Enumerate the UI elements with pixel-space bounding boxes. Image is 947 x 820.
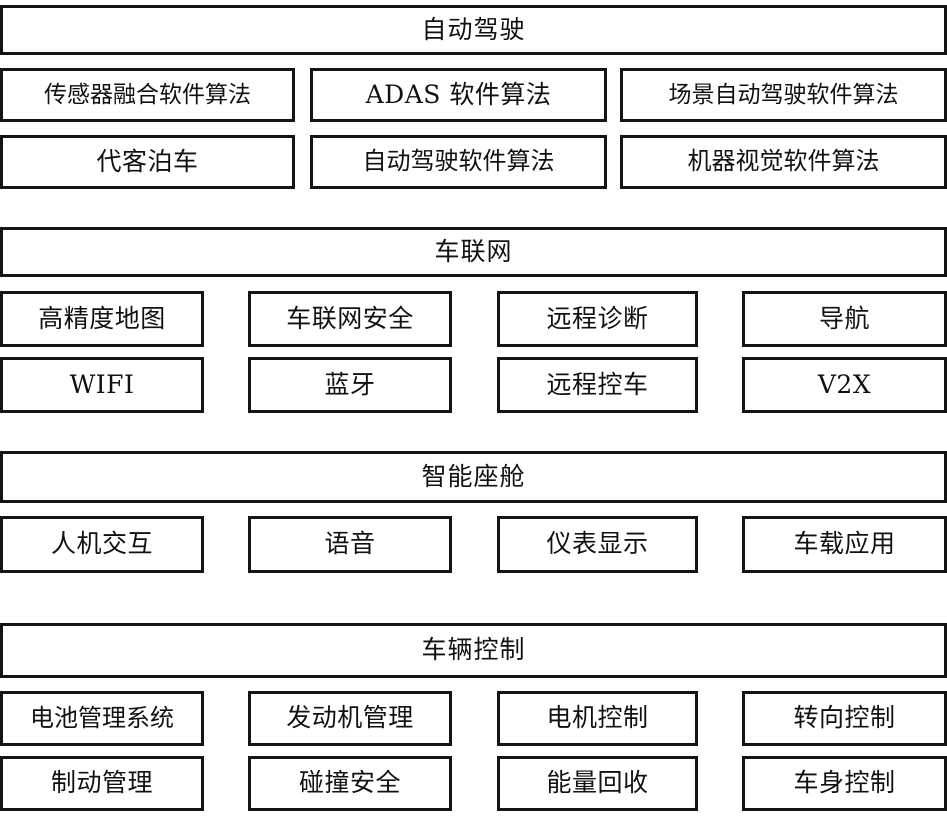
item-body-control[interactable]: 车身控制 xyxy=(742,756,947,811)
item-voice[interactable]: 语音 xyxy=(248,516,452,573)
item-v2x[interactable]: V2X xyxy=(742,357,947,413)
section-cockpit: 智能座舱 人机交互 语音 仪表显示 车载应用 xyxy=(0,451,947,573)
section-iov-row-1: 高精度地图 车联网安全 远程诊断 导航 xyxy=(0,291,947,347)
section-header-cockpit: 智能座舱 xyxy=(0,451,947,503)
section-header-vehicle-control: 车辆控制 xyxy=(0,623,947,678)
section-vehicle-row-2: 制动管理 碰撞安全 能量回收 车身控制 xyxy=(0,756,947,811)
item-brake-management[interactable]: 制动管理 xyxy=(0,756,204,811)
item-remote-vehicle-control[interactable]: 远程控车 xyxy=(497,357,698,413)
item-sensor-fusion-algorithm[interactable]: 传感器融合软件算法 xyxy=(0,68,295,122)
section-autodrive-row-2: 代客泊车 自动驾驶软件算法 机器视觉软件算法 xyxy=(0,135,947,189)
section-vehicle-row-1: 电池管理系统 发动机管理 电机控制 转向控制 xyxy=(0,691,947,746)
item-adas-algorithm[interactable]: ADAS 软件算法 xyxy=(310,68,607,122)
item-instrument-display[interactable]: 仪表显示 xyxy=(497,516,698,573)
item-energy-recovery[interactable]: 能量回收 xyxy=(497,756,698,811)
section-autodrive: 自动驾驶 传感器融合软件算法 ADAS 软件算法 场景自动驾驶软件算法 代客泊车… xyxy=(0,5,947,189)
item-crash-safety[interactable]: 碰撞安全 xyxy=(248,756,452,811)
item-battery-management-system[interactable]: 电池管理系统 xyxy=(0,691,204,746)
item-hd-map[interactable]: 高精度地图 xyxy=(0,291,204,347)
item-engine-management[interactable]: 发动机管理 xyxy=(248,691,452,746)
section-iov-row-2: WIFI 蓝牙 远程控车 V2X xyxy=(0,357,947,413)
section-cockpit-row-1: 人机交互 语音 仪表显示 车载应用 xyxy=(0,516,947,573)
item-machine-vision-algorithm[interactable]: 机器视觉软件算法 xyxy=(620,135,947,189)
item-wifi[interactable]: WIFI xyxy=(0,357,204,413)
item-hmi[interactable]: 人机交互 xyxy=(0,516,204,573)
item-in-vehicle-apps[interactable]: 车载应用 xyxy=(742,516,947,573)
item-iov-security[interactable]: 车联网安全 xyxy=(248,291,452,347)
section-vehicle-control: 车辆控制 电池管理系统 发动机管理 电机控制 转向控制 制动管理 碰撞安全 能量… xyxy=(0,623,947,811)
section-header-autodrive: 自动驾驶 xyxy=(0,5,947,55)
item-steering-control[interactable]: 转向控制 xyxy=(742,691,947,746)
section-autodrive-row-1: 传感器融合软件算法 ADAS 软件算法 场景自动驾驶软件算法 xyxy=(0,68,947,122)
item-scenario-autodrive-algorithm[interactable]: 场景自动驾驶软件算法 xyxy=(620,68,947,122)
item-valet-parking[interactable]: 代客泊车 xyxy=(0,135,295,189)
item-remote-diagnostics[interactable]: 远程诊断 xyxy=(497,291,698,347)
item-navigation[interactable]: 导航 xyxy=(742,291,947,347)
item-motor-control[interactable]: 电机控制 xyxy=(497,691,698,746)
section-iov: 车联网 高精度地图 车联网安全 远程诊断 导航 WIFI 蓝牙 远程控车 V2X xyxy=(0,227,947,413)
item-autodrive-algorithm[interactable]: 自动驾驶软件算法 xyxy=(310,135,607,189)
item-bluetooth[interactable]: 蓝牙 xyxy=(248,357,452,413)
section-header-iov: 车联网 xyxy=(0,227,947,277)
